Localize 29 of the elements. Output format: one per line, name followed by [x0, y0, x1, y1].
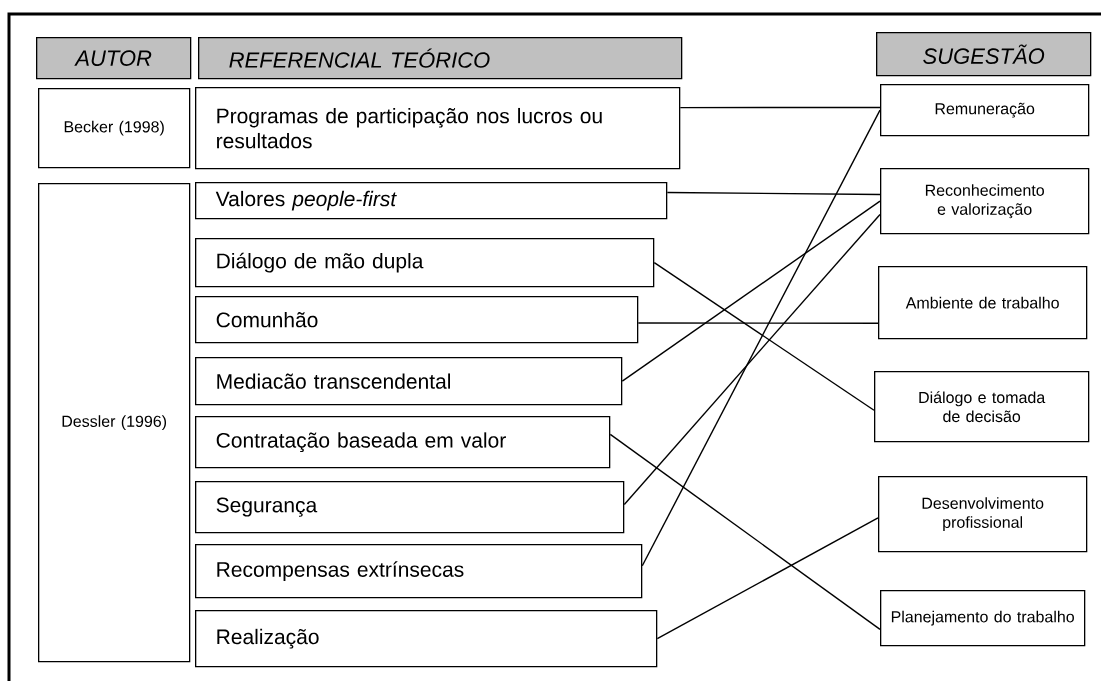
connector-line: [666, 191, 881, 196]
concept-box: Valores people-first: [195, 182, 668, 220]
concept-box: Comunhão: [195, 296, 639, 344]
suggestion-box: Reconhecimento e valorização: [880, 168, 1090, 235]
connector-line: [641, 109, 881, 567]
concept-box: Realização: [195, 610, 658, 668]
suggestion-box: Planejamento do trabalho: [880, 590, 1086, 647]
header-cell: AUTOR: [36, 37, 192, 80]
connector-line: [653, 261, 875, 411]
connector-line: [609, 433, 881, 631]
connector-line: [621, 200, 881, 382]
suggestion-box: Desenvolvimento profissional: [878, 476, 1088, 553]
header-cell: SUGESTÃO: [876, 32, 1092, 77]
connector-line: [637, 322, 879, 324]
connector-line: [679, 106, 881, 109]
concept-box: Mediacão transcendental: [195, 357, 623, 406]
author-box: Dessler (1996): [38, 183, 191, 663]
suggestion-box: Ambiente de trabalho: [878, 266, 1088, 340]
suggestion-box: Diálogo e tomada de decisão: [874, 371, 1090, 443]
concept-box: Contratação baseada em valor: [195, 416, 611, 469]
concept-box: Segurança: [195, 481, 625, 534]
concept-box: Programas de participação nos lucros ou resultados: [195, 87, 681, 170]
suggestion-box: Remuneração: [880, 84, 1090, 137]
concept-box: Diálogo de mão dupla: [195, 238, 655, 288]
header-cell: REFERENCIAL TEÓRICO: [198, 37, 683, 80]
connector-line: [656, 517, 879, 640]
connector-line: [623, 213, 881, 506]
concept-box: Recompensas extrínsecas: [195, 544, 643, 599]
author-box: Becker (1998): [38, 88, 191, 169]
